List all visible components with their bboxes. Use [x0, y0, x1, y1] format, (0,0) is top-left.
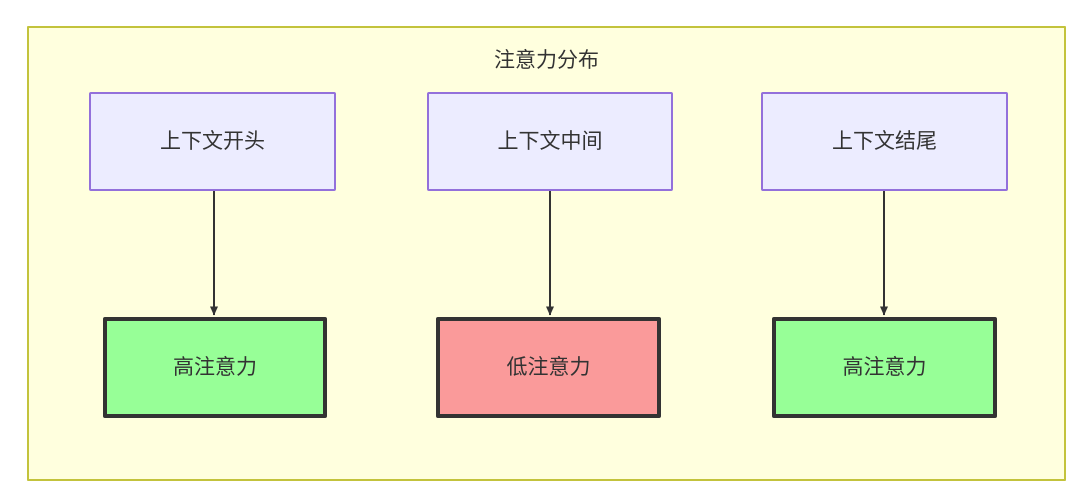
diagram-title: 注意力分布: [494, 49, 599, 72]
node-context-end[interactable]: 上下文结尾: [761, 92, 1008, 191]
node-attention-high-start[interactable]: 高注意力: [103, 317, 327, 418]
node-attention-low-middle[interactable]: 低注意力: [436, 317, 661, 418]
node-context-start[interactable]: 上下文开头: [89, 92, 336, 191]
node-attention-high-end[interactable]: 高注意力: [772, 317, 997, 418]
node-context-middle[interactable]: 上下文中间: [427, 92, 673, 191]
